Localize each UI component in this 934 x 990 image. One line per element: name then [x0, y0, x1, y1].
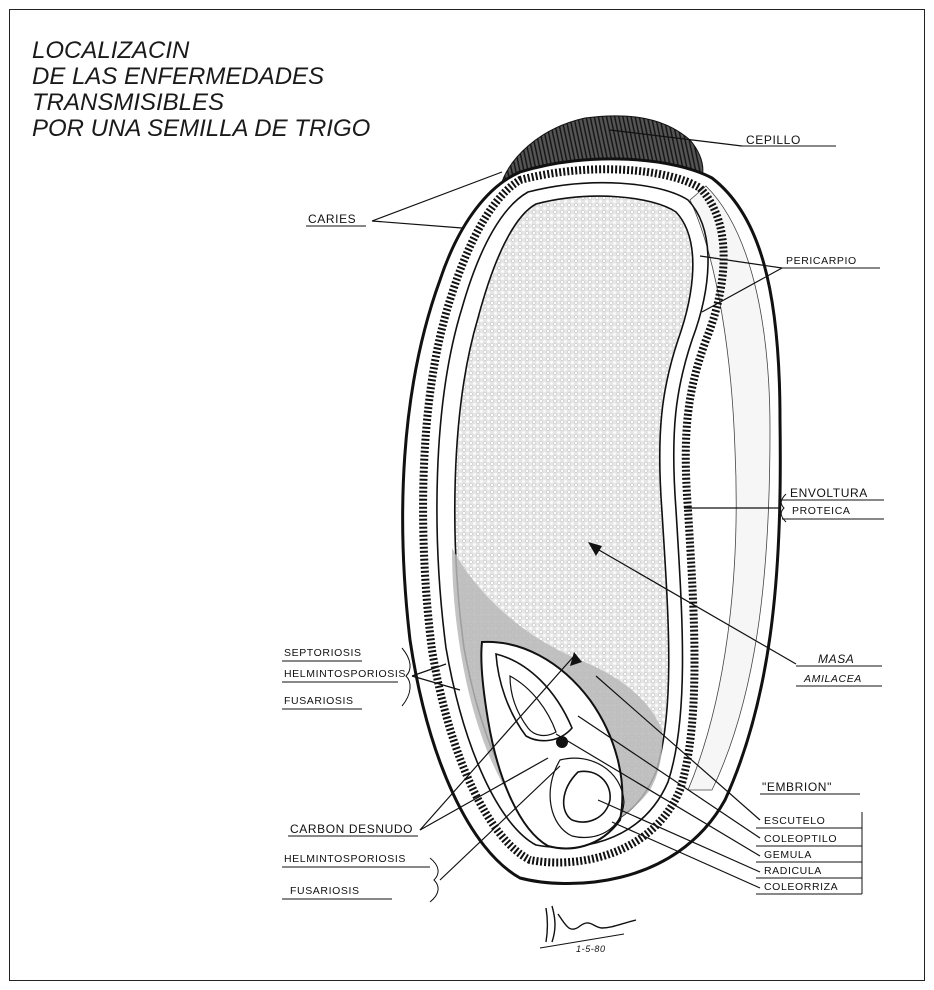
label-coleorriza: COLEORRIZA [764, 881, 838, 893]
label-coleoptilo: COLEOPTILO [764, 833, 837, 845]
signature-mark [546, 906, 636, 942]
label-helmintosporiosis-lower: HELMINTOSPORIOSIS [284, 853, 406, 865]
label-escutelo: ESCUTELO [764, 815, 825, 827]
label-masa-2: AMILACEA [804, 673, 862, 685]
label-cepillo: CEPILLO [746, 133, 801, 147]
label-septoriosis: SEPTORIOSIS [284, 647, 362, 659]
label-carbon-desnudo: CARBON DESNUDO [290, 822, 413, 836]
label-caries: CARIES [308, 212, 356, 226]
brace-disease-group-2 [430, 858, 438, 902]
label-masa-1: MASA [818, 652, 854, 666]
label-gemula: GEMULA [764, 849, 812, 861]
label-envoltura-1: ENVOLTURA [790, 486, 868, 500]
label-helmintosporiosis-embrion: HELMINTOSPORIOSIS [284, 668, 406, 680]
label-fusariosis-embrion: FUSARIOSIS [284, 695, 354, 707]
label-pericarpio: PERICARPIO [786, 255, 857, 267]
label-envoltura-2: PROTEICA [792, 505, 850, 517]
label-fusariosis-lower: FUSARIOSIS [290, 885, 360, 897]
label-radicula: RADICULA [764, 865, 822, 877]
signature-date: 1-5-80 [576, 944, 606, 954]
label-embrion: "EMBRION" [762, 780, 832, 794]
brace-envoltura [781, 494, 786, 522]
leader-caries-2 [372, 221, 462, 228]
